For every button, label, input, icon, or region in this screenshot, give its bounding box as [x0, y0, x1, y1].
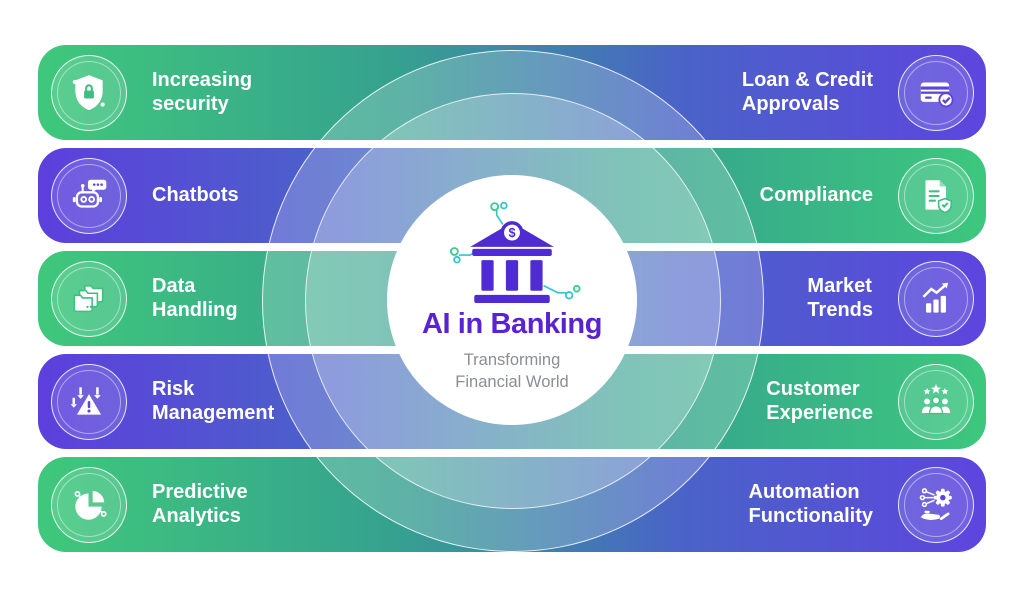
pill-loan-credit-approvals: Loan & Credit Approvals: [566, 45, 986, 140]
bank-building-icon: $: [449, 202, 581, 304]
pill-label: Chatbots: [152, 183, 239, 206]
center-content: $ AI in Banking Transforming Financial W…: [377, 175, 647, 425]
pill-label: Risk Management: [152, 378, 275, 424]
pill-increasing-security: Increasing security: [38, 45, 458, 140]
pill-automation-functionality: Automation Functionality: [566, 457, 986, 552]
pill-risk-management: Risk Management: [38, 354, 458, 449]
pill-label: Increasing security: [152, 69, 253, 115]
main-subtitle: Transforming Financial World: [455, 351, 569, 391]
svg-text:$: $: [508, 225, 515, 240]
people-stars-icon: [898, 363, 974, 440]
gear-robotic-hand-icon: [898, 466, 974, 543]
pie-chart-icon: [51, 466, 127, 543]
pill-label: Loan & Credit Approvals: [741, 69, 873, 115]
pill-label: Automation Functionality: [748, 481, 873, 527]
pill-label: Predictive Analytics: [152, 481, 248, 527]
chatbot-robot-icon: [51, 157, 127, 234]
folders-icon: [51, 260, 127, 337]
compliance-document-icon: [898, 157, 974, 234]
pill-customer-experience: Customer Experience: [566, 354, 986, 449]
bar-chart-trend-icon: [898, 260, 974, 337]
main-title: AI in Banking: [421, 308, 603, 341]
pill-compliance: Compliance: [566, 148, 986, 243]
pill-label: Market Trends: [807, 275, 873, 321]
shield-lock-icon: [51, 54, 127, 131]
pill-market-trends: Market Trends: [566, 251, 986, 346]
pill-label: Data Handling: [152, 275, 238, 321]
warning-arrows-icon: [51, 363, 127, 440]
pill-label: Compliance: [759, 183, 873, 206]
credit-card-check-icon: [898, 54, 974, 131]
pill-label: Customer Experience: [766, 378, 873, 424]
pill-chatbots: Chatbots: [38, 148, 458, 243]
pill-predictive-analytics: Predictive Analytics: [38, 457, 458, 552]
pill-data-handling: Data Handling: [38, 251, 458, 346]
